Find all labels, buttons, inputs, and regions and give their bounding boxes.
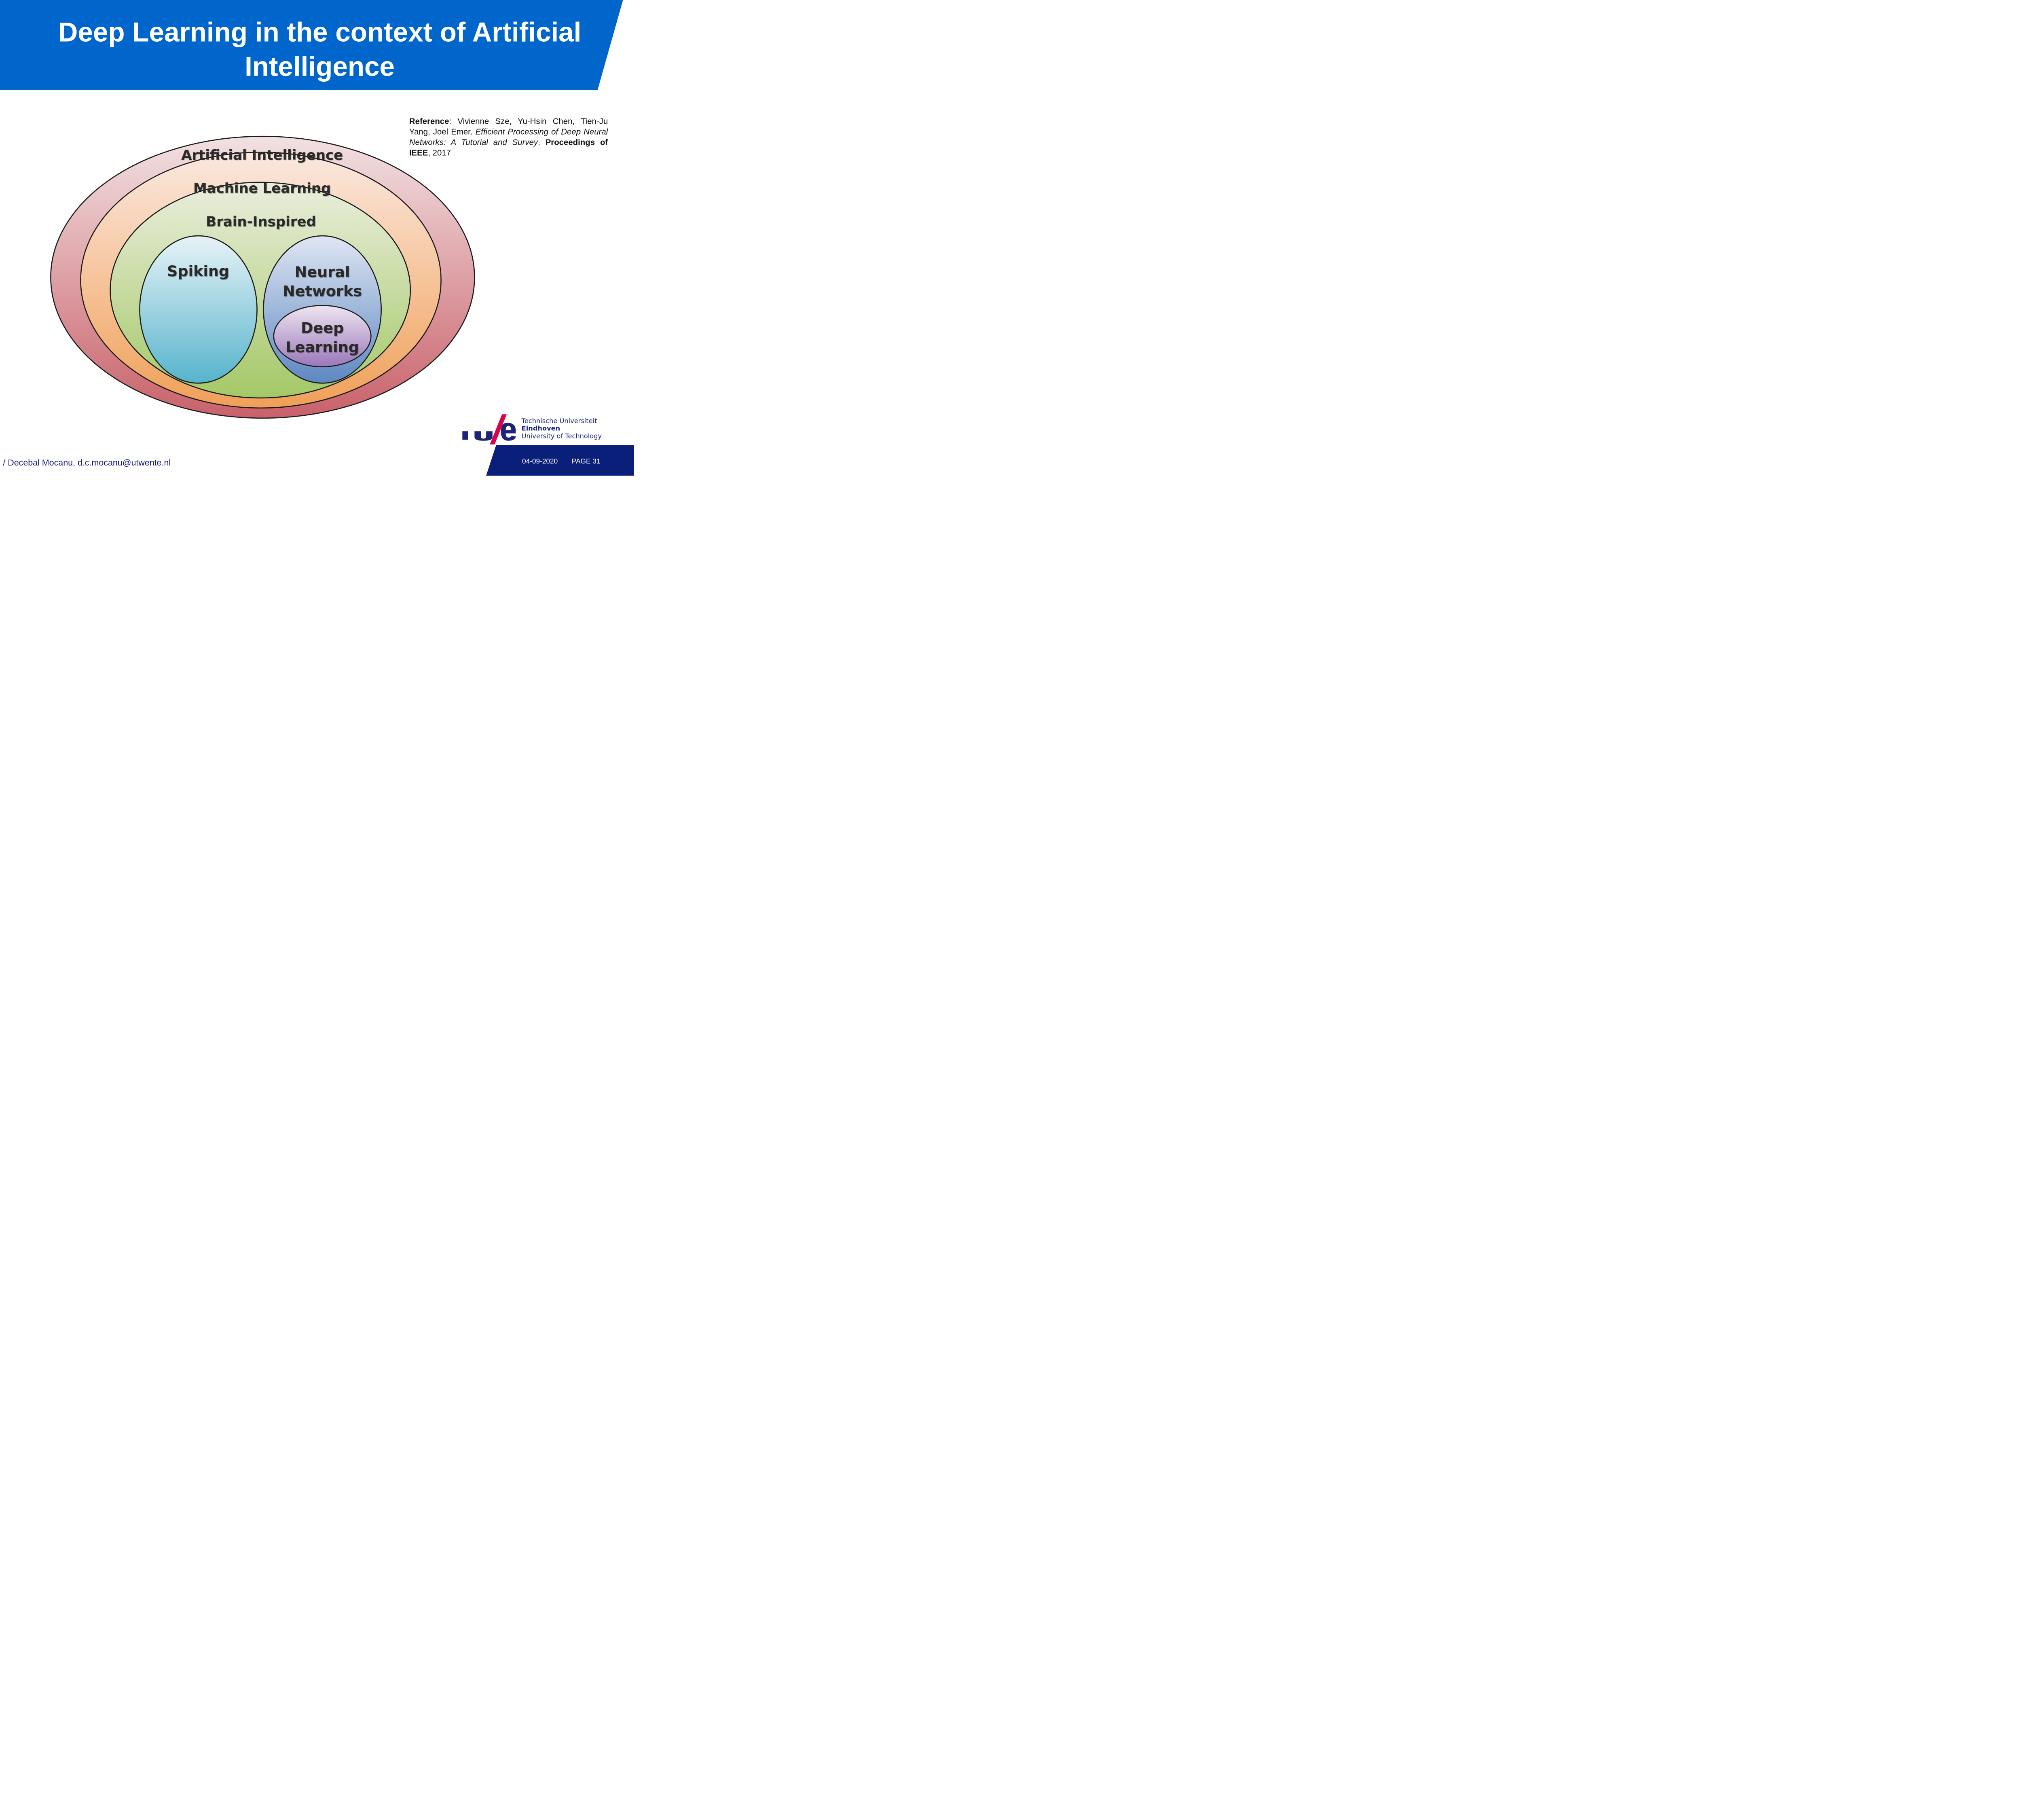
university-name: Technische Universiteit Eindhoven Univer…: [522, 417, 602, 440]
slide-graphics: [0, 0, 634, 476]
reference-venue: Proceedings of IEEE: [409, 137, 608, 158]
label-artificial-intelligence: Artificial Intelligence: [181, 147, 343, 163]
title-area: Deep Learning in the context of Artifici…: [32, 15, 607, 84]
label-deep-line: Deep: [300, 320, 344, 337]
label-learning-line: Learning: [286, 339, 359, 356]
reference-dot: .: [538, 137, 546, 147]
label-machine-learning: Machine Learning: [193, 180, 331, 197]
logo-slash: [490, 414, 507, 444]
label-neural-networks: Neural Networks: [269, 262, 375, 301]
reference-year: , 2017: [428, 148, 451, 158]
ellipse-spiking: [139, 235, 258, 384]
reference-authors: : Vivienne Sze, Yu-Hsin Chen, Tien-Ju Ya…: [409, 116, 608, 136]
footer-page-number: PAGE 31: [571, 457, 601, 465]
label-brain-inspired: Brain-Inspired: [206, 213, 316, 230]
label-neural-line: Neural: [294, 263, 350, 281]
tue-logo-mark: [462, 414, 516, 444]
slide-title: Deep Learning in the context of Artifici…: [58, 17, 582, 82]
university-line-3: University of Technology: [521, 432, 602, 440]
logo-e-shape: [501, 423, 516, 441]
logo-u-shape: [474, 431, 493, 441]
footer-author: / Decebal Mocanu, d.c.mocanu@utwente.nl: [3, 457, 171, 468]
ellipse-deep-learning: [273, 305, 372, 368]
slide: Deep Learning in the context of Artifici…: [0, 0, 634, 476]
university-line-2: Eindhoven: [521, 424, 560, 432]
reference-label: Reference: [409, 116, 449, 126]
footer-band: [486, 445, 634, 476]
label-networks-line: Networks: [283, 282, 362, 300]
reference-citation: Reference: Vivienne Sze, Yu-Hsin Chen, T…: [409, 116, 608, 158]
reference-paper-title: Efficient Processing of Deep Neural Netw…: [409, 127, 608, 147]
label-spiking: Spiking: [167, 262, 230, 280]
title-banner: [0, 0, 623, 90]
footer-date: 04-09-2020: [522, 457, 558, 465]
university-line-1: Technische Universiteit: [521, 417, 597, 425]
logo-t-stem: [462, 431, 468, 440]
label-deep-learning: Deep Learning: [279, 319, 366, 357]
